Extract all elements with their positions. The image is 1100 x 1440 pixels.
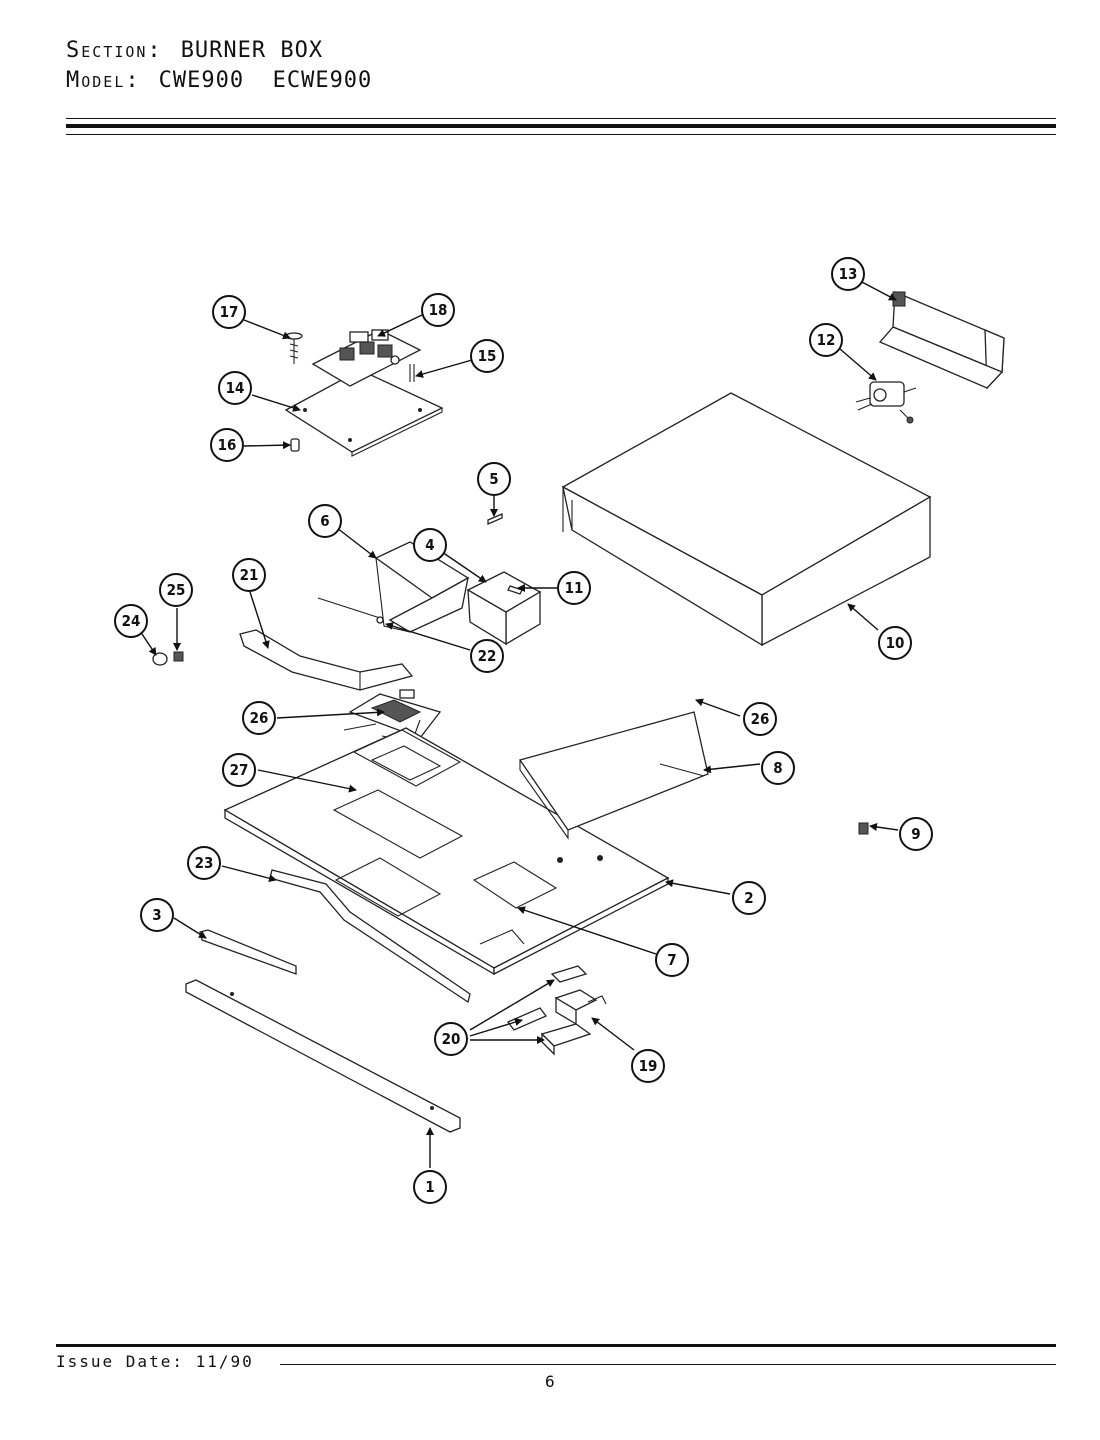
part-27-mount-frame [352, 729, 462, 787]
model-label: Model: [66, 68, 141, 93]
callout-26-right: 26 [743, 702, 777, 736]
svg-text:5: 5 [489, 470, 498, 488]
svg-text:12: 12 [817, 331, 836, 349]
callout-24: 24 [114, 604, 148, 638]
part-15-standoff [409, 364, 415, 382]
callout-8: 8 [761, 751, 795, 785]
callout-14: 14 [218, 371, 252, 405]
part-25-clip [173, 651, 184, 662]
part-8-heat-shield [518, 711, 709, 840]
part-19-switch [554, 989, 607, 1026]
part-18-circuit-board [311, 329, 422, 387]
callout-11: 11 [557, 571, 591, 605]
svg-text:24: 24 [122, 612, 141, 630]
leader-lines [141, 280, 899, 1168]
callout-7: 7 [655, 943, 689, 977]
svg-text:26: 26 [250, 709, 269, 727]
part-13-panel-bracket [878, 291, 1005, 390]
callout-6: 6 [308, 504, 342, 538]
svg-text:16: 16 [218, 436, 237, 454]
callout-20: 20 [434, 1022, 468, 1056]
part-20-switch-brackets [506, 965, 592, 1056]
part-26-ignitor-assembly [343, 689, 442, 743]
svg-text:22: 22 [478, 647, 497, 665]
callout-10: 10 [878, 626, 912, 660]
callout-5: 5 [477, 462, 511, 496]
svg-text:4: 4 [425, 536, 434, 554]
header-rule-thick [66, 124, 1056, 128]
issue-date: Issue Date: 11/90 [56, 1352, 254, 1371]
svg-text:20: 20 [442, 1030, 461, 1048]
svg-text:19: 19 [639, 1057, 658, 1075]
section-line: Section: BURNER BOX [66, 36, 372, 66]
page-number: 6 [545, 1372, 555, 1391]
svg-text:27: 27 [230, 761, 249, 779]
callout-21: 21 [232, 558, 266, 592]
part-4-bracket [466, 571, 542, 646]
part-22-screw-wire [317, 597, 384, 624]
callout-23: 23 [187, 846, 221, 880]
callout-22: 22 [470, 639, 504, 673]
header-rule-bottom [66, 134, 1056, 135]
svg-text:3: 3 [152, 906, 161, 924]
callout-25: 25 [159, 573, 193, 607]
svg-text:18: 18 [429, 301, 448, 319]
callout-12: 12 [809, 323, 843, 357]
model-line: Model: CWE900 ECWE900 [66, 66, 372, 96]
callout-9: 9 [899, 817, 933, 851]
part-5-clip [487, 513, 503, 525]
header-rule-thin [66, 118, 1056, 119]
svg-text:7: 7 [667, 951, 676, 969]
part-10-top-cover [561, 392, 932, 647]
callout-16: 16 [210, 428, 244, 462]
part-1-long-rail [185, 979, 461, 1133]
part-12-valve [855, 381, 917, 424]
footer-rule-thin [280, 1364, 1056, 1365]
part-24-knob [152, 652, 168, 666]
callout-2: 2 [732, 881, 766, 915]
section-value: BURNER BOX [180, 38, 324, 63]
callout-4: 4 [413, 528, 447, 562]
callout-26-left: 26 [242, 701, 276, 735]
part-9-clip [858, 822, 869, 835]
part-2-base-plate [223, 727, 670, 976]
svg-text:13: 13 [839, 265, 858, 283]
callout-19: 19 [631, 1049, 665, 1083]
svg-text:6: 6 [320, 512, 329, 530]
svg-text:8: 8 [773, 759, 782, 777]
svg-text:25: 25 [167, 581, 186, 599]
model-value: CWE900 ECWE900 [158, 68, 373, 93]
page-header: Section: BURNER BOX Model: CWE900 ECWE900 [66, 36, 372, 96]
svg-text:11: 11 [565, 579, 584, 597]
part-16-spacer [290, 438, 300, 452]
callout-27: 27 [222, 753, 256, 787]
section-label: Section: [66, 38, 163, 63]
part-6-shield [374, 541, 470, 633]
svg-text:14: 14 [226, 379, 245, 397]
svg-text:26: 26 [751, 710, 770, 728]
part-3-short-rail [199, 929, 297, 975]
callout-18: 18 [421, 293, 455, 327]
part-14-board-plate [284, 369, 444, 457]
footer-rule-thick [56, 1344, 1056, 1347]
part-23-side-rail [269, 869, 471, 1004]
callout-15: 15 [470, 339, 504, 373]
callout-13: 13 [831, 257, 865, 291]
svg-text:10: 10 [886, 634, 905, 652]
svg-text:2: 2 [744, 889, 753, 907]
svg-text:15: 15 [478, 347, 497, 365]
svg-text:21: 21 [240, 566, 259, 584]
svg-text:23: 23 [195, 854, 214, 872]
svg-text:17: 17 [220, 303, 239, 321]
callout-3: 3 [140, 898, 174, 932]
callout-17: 17 [212, 295, 246, 329]
callout-1: 1 [413, 1170, 447, 1204]
svg-text:1: 1 [425, 1178, 434, 1196]
svg-text:9: 9 [911, 825, 920, 843]
part-21-lever-arm [239, 629, 414, 691]
